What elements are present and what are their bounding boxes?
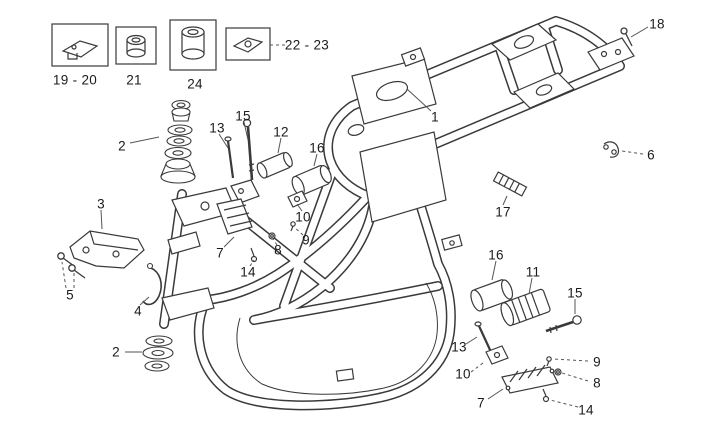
part-bracket-3 <box>69 230 145 269</box>
part-footpeg-7-left <box>216 179 260 235</box>
inset-box-21 <box>115 26 157 65</box>
part-screw-15-left <box>242 118 255 181</box>
gusset-oval-hole <box>375 80 409 102</box>
inset-box-22-23 <box>225 27 271 61</box>
frame-plates <box>161 23 635 382</box>
rear-plate-right <box>587 37 635 71</box>
tunnel-opening <box>359 131 447 223</box>
steering-mid-bracket <box>167 231 201 255</box>
part-washer-8-left <box>268 232 276 240</box>
part-washer-8-right <box>554 368 562 376</box>
steering-stack-top <box>160 99 196 184</box>
part-rod-17 <box>492 171 528 197</box>
inset-box-19-20 <box>51 23 109 67</box>
part-footpeg-11 <box>500 288 551 327</box>
inset-boxes <box>51 19 271 71</box>
part-screw-15-right <box>545 315 582 334</box>
part-bushing-12 <box>256 151 293 179</box>
part-screw-9-right <box>546 356 552 367</box>
part-clevis-10-left <box>287 190 308 208</box>
floor-opening-inner-edge <box>236 282 438 395</box>
steering-stack-bottom <box>142 335 174 372</box>
part-bushing-16-left <box>291 164 332 196</box>
steering-bottom-bracket <box>161 287 215 321</box>
part-screw-9-left <box>290 221 296 232</box>
part-stopper-10-right <box>485 345 509 365</box>
part-clamp-6 <box>603 141 620 158</box>
part-bolt-14-left <box>250 247 258 263</box>
leader-lines <box>61 26 649 408</box>
part-bushing-16-right <box>470 279 514 312</box>
footpeg-assembly-left <box>216 118 332 263</box>
part-bolts-5 <box>57 252 86 279</box>
part-screw-18 <box>620 27 633 47</box>
footpeg-assembly-right <box>470 279 582 403</box>
inset-box-24 <box>169 19 217 71</box>
part-hook-4 <box>142 262 162 306</box>
part-bolt-14-right <box>542 388 550 403</box>
part-bolt-13-right <box>474 321 492 353</box>
part-tread-plate-7-right <box>501 364 559 394</box>
frame-tubes <box>164 21 620 405</box>
part-bolt-13-left <box>224 136 235 179</box>
